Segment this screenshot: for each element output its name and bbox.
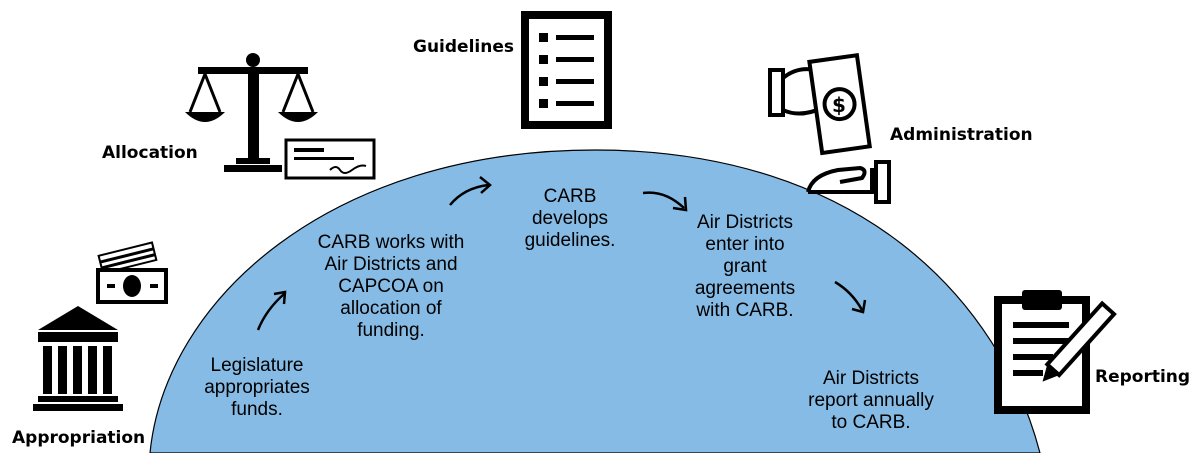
stage-label-appropriation: Appropriation [12, 428, 146, 448]
scales-with-check-icon [185, 53, 376, 180]
checklist-icon [521, 11, 612, 129]
stage-label-allocation: Allocation [102, 143, 198, 163]
clipboard-pencil-icon [994, 290, 1117, 414]
stage-label-guidelines: Guidelines [413, 37, 514, 57]
stage-label-reporting: Reporting [1095, 367, 1191, 387]
step-carb-develops: CARB develops guidelines. [524, 186, 616, 251]
step-legislature: Legislature appropriates funds. [204, 355, 310, 420]
money-exchange-icon: $ [768, 52, 891, 204]
arrow-4-icon [834, 280, 867, 314]
arrow-1-icon [256, 290, 287, 331]
step-air-report: Air Districts report annually to CARB. [808, 368, 934, 433]
step-carb-works: CARB works with Air Districts and CAPCOA… [317, 232, 465, 341]
arrow-3-icon [642, 191, 688, 212]
process-dome [149, 149, 1041, 453]
svg-text:$: $ [832, 93, 846, 117]
bank-with-money-icon [33, 241, 168, 411]
stage-label-administration: Administration [890, 125, 1033, 145]
arrow-2-icon [449, 176, 492, 206]
step-air-enter: Air Districts enter into grant agreement… [694, 212, 796, 321]
